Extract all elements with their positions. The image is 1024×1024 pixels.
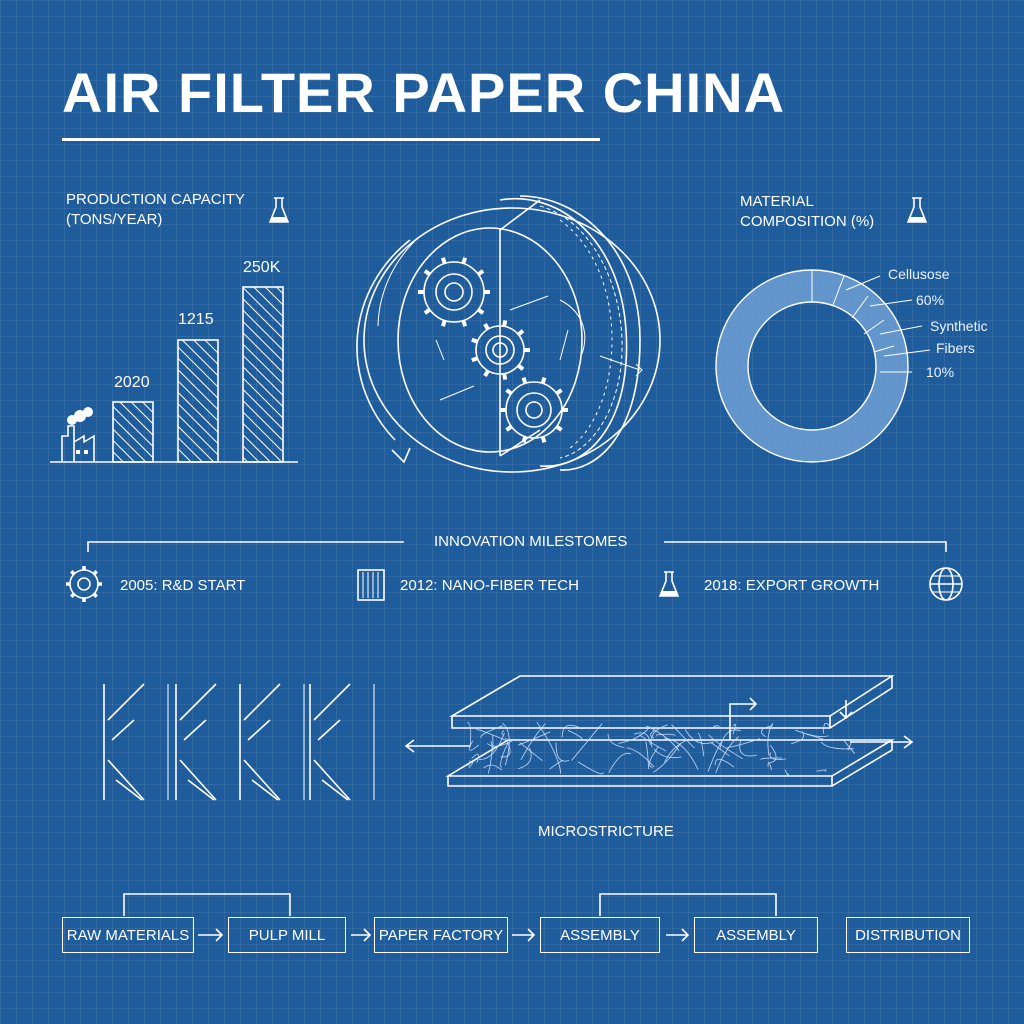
milestone-2012: 2012: NANO-FIBER TECH — [400, 577, 579, 594]
globe-icon — [929, 567, 963, 601]
production-capacity-label: PRODUCTION CAPACITY (TONS/YEAR) — [66, 190, 245, 230]
title-underline — [62, 138, 600, 141]
flow-step-pulp-mill: PULP MILL — [228, 917, 346, 953]
flow-step-paper-factory: PAPER FACTORY — [374, 917, 508, 953]
donut-label-4: 10% — [926, 364, 955, 380]
flow-step-assembly-1: ASSEMBLY — [540, 917, 660, 953]
flask-icon — [268, 197, 290, 223]
factory-icon — [61, 407, 95, 462]
material-label-line1: MATERIAL — [740, 193, 814, 210]
pleat-0 — [103, 683, 145, 801]
flow-step-distribution: DISTRIBUTION — [846, 917, 970, 953]
material-label-line2: COMPOSITION (%) — [740, 213, 875, 230]
pleat-2 — [239, 683, 281, 801]
production-label-line1: PRODUCTION CAPACITY — [66, 191, 245, 208]
bar-1215 — [177, 339, 219, 463]
gear-icon — [66, 566, 102, 602]
flask-icon — [906, 197, 928, 223]
bar-value-label-0: 2020 — [114, 374, 150, 391]
material-composition-label: MATERIAL COMPOSITION (%) — [740, 192, 874, 232]
filter-icon — [357, 569, 385, 601]
milestone-2005: 2005: R&D START — [120, 577, 246, 594]
flow-step-raw-materials: RAW MATERIALS — [62, 917, 194, 953]
milestone-2018: 2018: EXPORT GROWTH — [704, 577, 880, 594]
flask-icon — [658, 571, 680, 597]
pleat-3 — [309, 683, 351, 801]
bar-250K — [242, 286, 284, 463]
milestones-heading: INNOVATION MILESTOMES — [434, 533, 628, 550]
production-label-line2: (TONS/YEAR) — [66, 211, 163, 228]
donut-label-3: Fibers — [936, 340, 975, 356]
bar-value-label-1: 1215 — [178, 311, 214, 328]
flow-step-assembly-2: ASSEMBLY — [694, 917, 818, 953]
donut-label-2: Synthetic — [930, 318, 988, 334]
pleat-1 — [175, 683, 217, 801]
donut-label-0: Cellusose — [888, 266, 950, 282]
bar-value-label-2: 250K — [243, 259, 281, 276]
donut-label-1: 60% — [916, 292, 945, 308]
page-title: AIR FILTER PAPER CHINA — [62, 61, 786, 124]
microstructure-label: MICROSTRICTURE — [538, 823, 674, 840]
bar-2020 — [112, 401, 154, 463]
